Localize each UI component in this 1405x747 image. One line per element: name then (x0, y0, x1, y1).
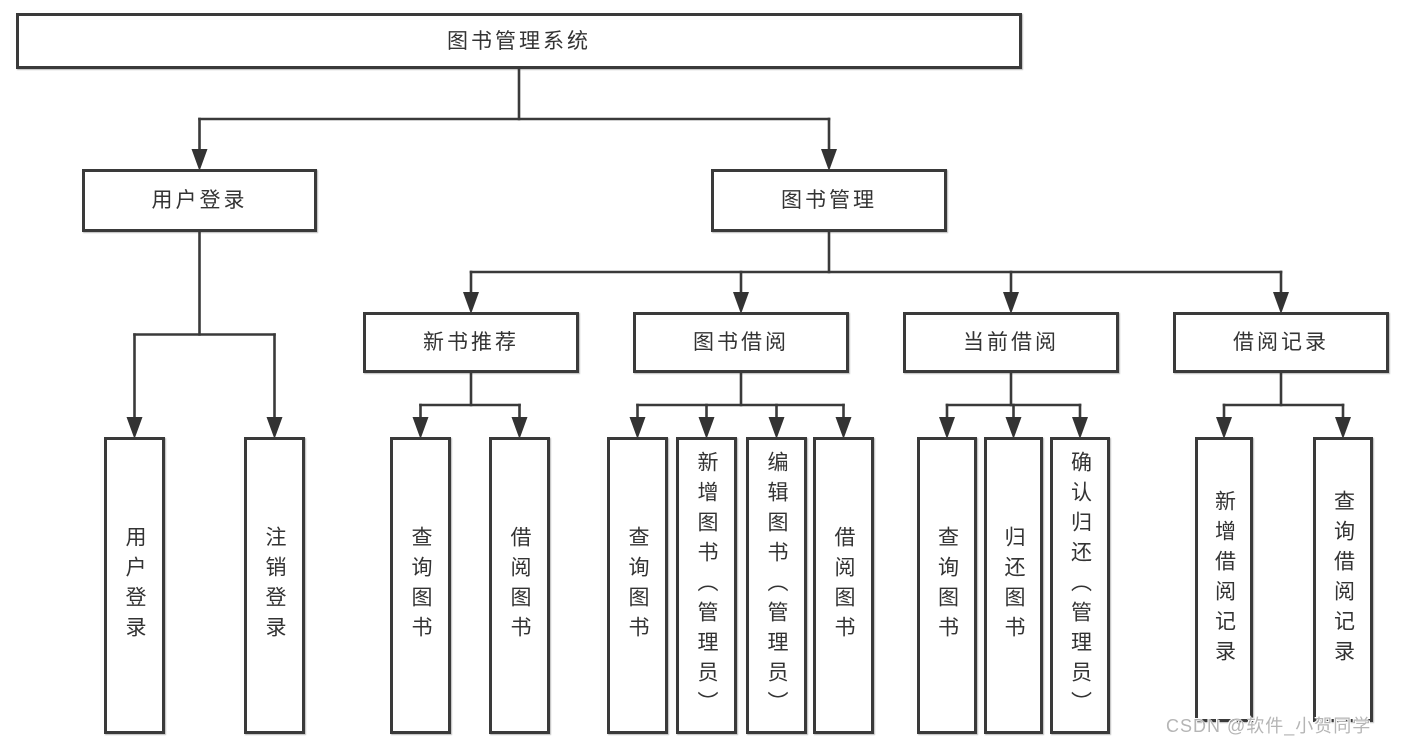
node-book-management: 图书管理 (711, 169, 947, 232)
node-borrow-records: 借阅记录 (1173, 312, 1389, 373)
node-leaf-query-borrow-record: 查询借阅记录 (1313, 437, 1373, 722)
node-leaf-logout: 注销登录 (244, 437, 305, 734)
node-leaf-borrow-books-1: 借阅图书 (489, 437, 550, 734)
node-leaf-user-login: 用户登录 (104, 437, 165, 734)
node-library-system: 图书管理系统 (16, 13, 1022, 69)
node-current-borrowing: 当前借阅 (903, 312, 1119, 373)
node-leaf-borrow-books-2: 借阅图书 (813, 437, 874, 734)
node-leaf-query-books-2: 查询图书 (607, 437, 668, 734)
node-new-book-recommend: 新书推荐 (363, 312, 579, 373)
node-leaf-add-book-admin: 新增图书（管理员） (676, 437, 737, 734)
node-leaf-query-books-1: 查询图书 (390, 437, 451, 734)
csdn-watermark: CSDN @软件_小贺同学 (1166, 716, 1372, 736)
node-leaf-return-books: 归还图书 (984, 437, 1043, 734)
node-leaf-query-books-3: 查询图书 (917, 437, 977, 734)
node-leaf-add-borrow-record: 新增借阅记录 (1195, 437, 1253, 722)
node-book-borrowing: 图书借阅 (633, 312, 849, 373)
node-leaf-edit-book-admin: 编辑图书（管理员） (746, 437, 807, 734)
node-leaf-confirm-return-admin: 确认归还（管理员） (1050, 437, 1110, 734)
node-user-login: 用户登录 (82, 169, 317, 232)
